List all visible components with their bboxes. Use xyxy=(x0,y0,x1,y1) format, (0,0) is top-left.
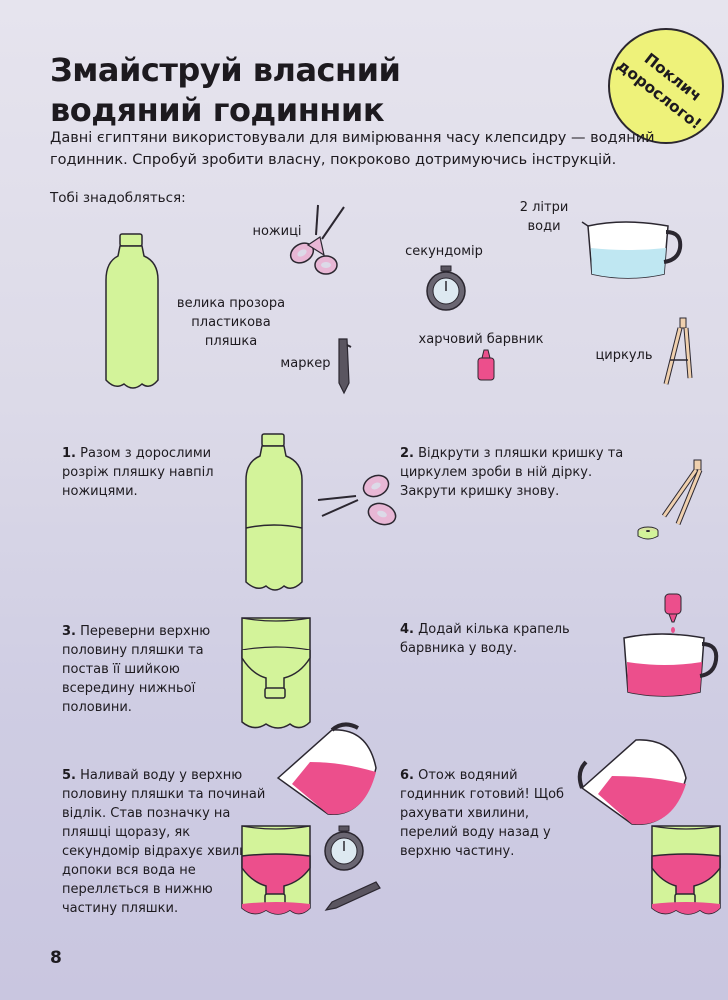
bottle-label-line-2: пластикова пляшка xyxy=(191,315,271,349)
step-1-number: 1. xyxy=(62,446,76,461)
step-2-number: 2. xyxy=(400,446,414,461)
scissors-icon xyxy=(289,204,345,275)
step-5-bottle-illustration xyxy=(241,825,311,915)
step-3-bottle-illustration xyxy=(241,617,311,729)
step-6-pouring-jug-illustration xyxy=(577,739,687,826)
step-6-body: Отож водяний годинник готовий! Щоб рахув… xyxy=(400,768,565,859)
step-3-body: Переверни верхню половину пляшки та пост… xyxy=(62,624,211,715)
step-4-text: 4. Додай кілька крапель барвника у воду. xyxy=(400,620,600,658)
dye-bottle-icon xyxy=(477,349,495,381)
marker-label: маркер xyxy=(280,356,331,371)
marker-icon xyxy=(338,338,352,395)
compass-label: циркуль xyxy=(595,348,653,363)
bottle-label-line-1: велика прозора xyxy=(176,296,286,311)
step-3-text: 3. Переверни верхню половину пляшки та п… xyxy=(62,622,218,717)
step-6-number: 6. xyxy=(400,768,414,783)
bottle-cap-icon xyxy=(637,526,659,540)
title-line-1: Змайструй власний xyxy=(50,51,401,89)
step-4-body: Додай кілька крапель барвника у воду. xyxy=(400,622,570,656)
materials-heading: Тобі знадобляться: xyxy=(50,190,186,206)
water-jug-illustration xyxy=(581,221,683,279)
step-6-text: 6. Отож водяний годинник готовий! Щоб ра… xyxy=(400,766,570,861)
step-1-bottle-illustration xyxy=(245,433,303,591)
compass-icon xyxy=(663,317,693,385)
stopwatch-icon xyxy=(426,265,466,311)
step-5-stopwatch-icon xyxy=(324,825,364,871)
call-adult-badge: Поклич дорослого! xyxy=(608,28,724,144)
step-2-text: 2. Відкрути з пляшки кришку та циркулем … xyxy=(400,444,630,501)
step-5-number: 5. xyxy=(62,768,76,783)
intro-text: Давні єгиптяни використовували для вимір… xyxy=(50,130,655,168)
step-2-body: Відкрути з пляшки кришку та циркулем зро… xyxy=(400,446,624,499)
dye-label: харчовий барвник xyxy=(418,332,544,347)
step-6-bottle-illustration xyxy=(651,825,721,915)
scissors-label: ножиці xyxy=(252,224,302,239)
step-5-body: Наливай воду у верхню половину пляшки та… xyxy=(62,768,268,916)
water-label: 2 літри води xyxy=(505,198,583,236)
title-line-2: водяний годинник xyxy=(50,91,385,129)
page-number: 8 xyxy=(50,948,62,968)
bottle-illustration xyxy=(105,233,159,389)
stopwatch-label: секундомір xyxy=(405,244,483,259)
water-label-line-1: 2 літри xyxy=(519,200,569,215)
water-label-line-2: води xyxy=(527,219,561,234)
step-5-pouring-jug-illustration xyxy=(276,722,377,815)
step-1-scissors-icon xyxy=(317,474,397,526)
step-3-number: 3. xyxy=(62,624,76,639)
step-4-dye-bottle-icon xyxy=(664,593,682,633)
step-5-marker-icon xyxy=(324,881,381,911)
step-4-number: 4. xyxy=(400,622,414,637)
step-2-compass-icon xyxy=(661,459,703,525)
bottle-label: велика прозора пластикова пляшка xyxy=(166,294,296,351)
page-title: Змайструй власний водяний годинник xyxy=(50,50,401,130)
step-1-body: Разом з дорослими розріж пляшку навпіл н… xyxy=(62,446,214,499)
step-5-text: 5. Наливай воду у верхню половину пляшки… xyxy=(62,766,270,918)
step-4-jug-illustration xyxy=(623,633,719,697)
step-1-text: 1. Разом з дорослими розріж пляшку навпі… xyxy=(62,444,242,501)
